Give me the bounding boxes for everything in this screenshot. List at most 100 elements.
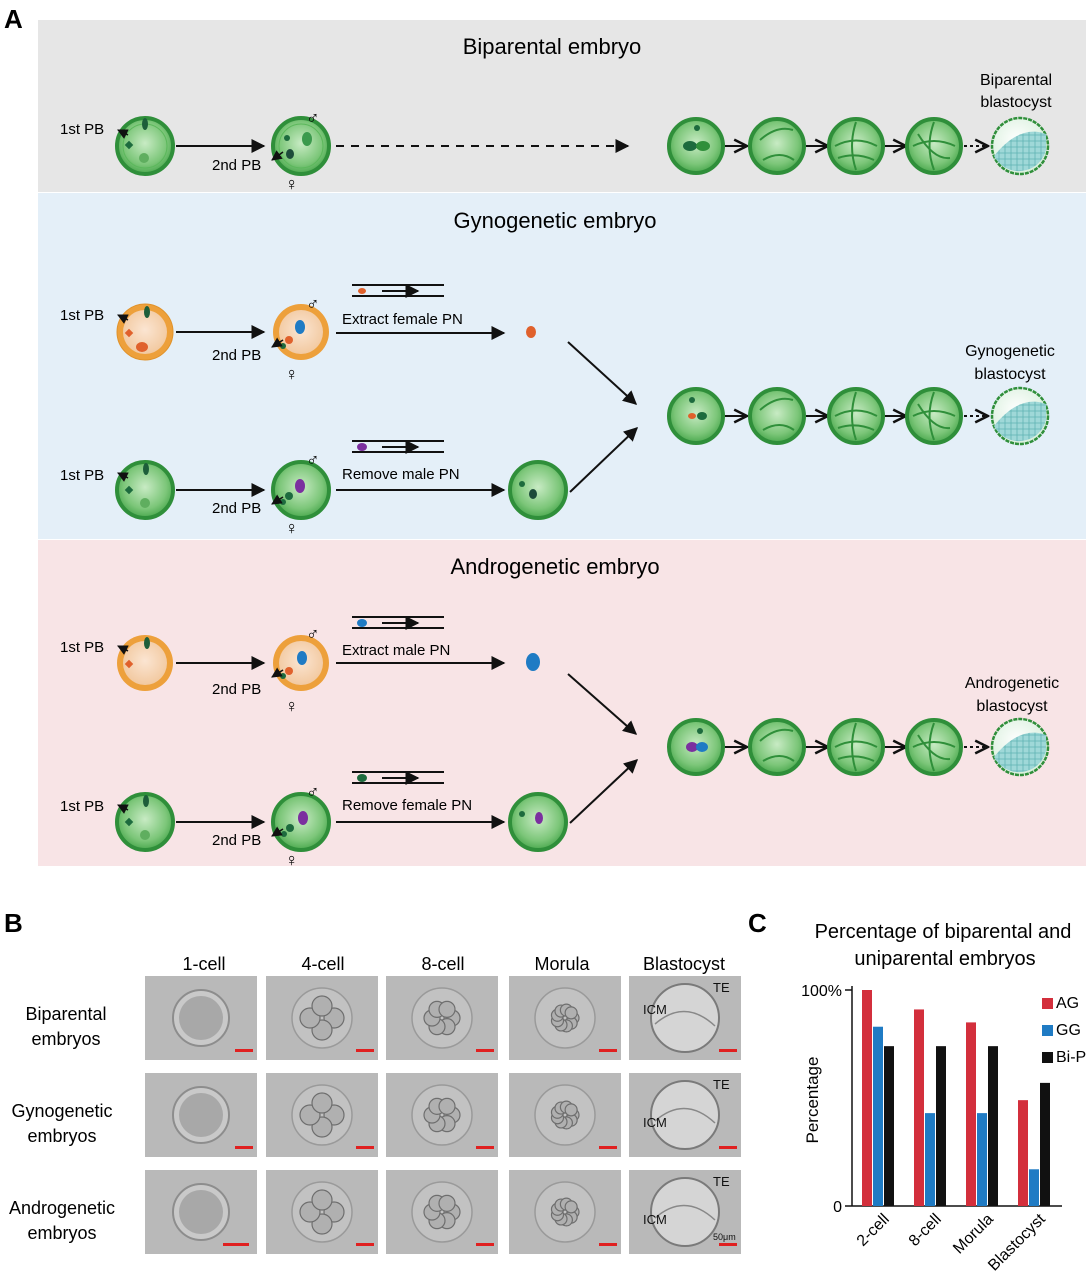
legend-swatch [1042,1052,1053,1063]
orange-fertilized-cell [273,635,329,691]
androgenetic-row-donor: 1st PB 2nd PB ♂ ♀ Extract male PN [60,616,638,735]
row-label-androgenetic-1: Androgenetic [9,1198,115,1218]
androgenetic-title: Androgenetic embryo [450,554,659,579]
legend-label: GG [1056,1022,1081,1039]
bar-gg-blastocyst [1029,1169,1039,1206]
one-cell-stage [667,387,725,445]
male-symbol: ♂ [306,624,320,644]
scale-bar [356,1243,374,1246]
micrograph-r3-c1 [145,1170,257,1254]
legend-swatch [1042,998,1053,1009]
micrograph-r3-c2 [266,1170,378,1254]
micrograph-r1-c1 [145,976,257,1060]
bar-bi-p-blastocyst [1040,1082,1050,1206]
micrograph-r3-c4 [509,1170,621,1254]
gynogenetic-development [667,386,1050,446]
biparental-end-label-2: blastocyst [980,94,1052,111]
four-cell-stage [827,117,885,175]
chart-x-tick-label: 2-cell [854,1211,893,1250]
gynogenetic-title: Gynogenetic embryo [454,208,657,233]
zygote-cell [115,116,175,176]
bar-gg-morula [977,1113,987,1206]
column-label-4-cell: 4-cell [301,954,344,974]
zygote-cell [115,460,175,520]
eight-cell-stage [905,117,963,175]
row-label-gynogenetic-2: embryos [27,1126,96,1146]
androgenetic-development [667,717,1050,777]
chart-title-line-1: Percentage of biparental and [815,921,1072,943]
recipient-cell [508,460,568,520]
micrograph-r1-c2 [266,976,378,1060]
annotation-icm: ICM [643,1002,667,1017]
micrograph-r1-c4 [509,976,621,1060]
scale-bar [223,1243,249,1246]
female-symbol: ♀ [285,696,299,716]
orange-zygote-cell [117,635,173,691]
bar-ag-blastocyst [1018,1100,1028,1206]
operation-extract-male: Extract male PN [342,642,450,659]
gynogenetic-row-recipient: 1st PB 2nd PB ♂ ♀ Remove male PN [60,427,639,538]
extracted-male-pn [526,653,540,671]
annotation-icm: ICM [643,1212,667,1227]
column-label-morula: Morula [534,954,590,974]
bar-bi-p-8-cell [936,1046,946,1206]
chart-y-tick-0: 0 [833,1199,842,1216]
male-symbol: ♂ [306,782,320,802]
legend-label: AG [1056,995,1079,1012]
orange-fertilized-cell [273,304,329,360]
bar-gg-2-cell [873,1026,883,1206]
bar-ag-8-cell [914,1009,924,1206]
legend-swatch [1042,1025,1053,1036]
bar-gg-8-cell [925,1113,935,1206]
annotation-te: TE [713,980,730,995]
extracted-female-pn [526,326,536,338]
first-pb-label: 1st PB [60,467,104,484]
androgenetic-end-label-1: Androgenetic [965,675,1059,692]
scale-bar [235,1146,253,1149]
fertilized-cell [271,116,331,176]
column-label-blastocyst: Blastocyst [643,954,725,974]
scale-bar-label: 50μm [713,1232,736,1242]
biparental-title: Biparental embryo [463,34,642,59]
fertilized-cell [271,792,331,852]
scale-bar [235,1049,253,1052]
blastocyst-stage [990,116,1050,176]
scale-bar [476,1243,494,1246]
micrograph-r2-c1 [145,1073,257,1157]
blastocyst-stage [990,386,1050,446]
female-symbol: ♀ [285,850,299,870]
fertilized-cell [271,460,331,520]
second-pb-label: 2nd PB [212,157,261,174]
female-symbol: ♀ [285,364,299,384]
micrograph-r1-c5: TE ICM [629,976,741,1060]
female-symbol: ♀ [285,518,299,538]
column-label-8-cell: 8-cell [421,954,464,974]
micrograph-r2-c3 [386,1073,498,1157]
eight-cell-stage [905,387,963,445]
chart-y-axis-label: Percentage [803,1057,822,1144]
chart-x-tick-label: 8-cell [906,1211,945,1250]
operation-extract-female: Extract female PN [342,311,463,328]
scale-bar [476,1146,494,1149]
chart-title-line-2: uniparental embryos [854,948,1035,970]
row-label-biparental-1: Biparental [25,1004,106,1024]
scale-bar [356,1049,374,1052]
male-symbol: ♂ [306,108,320,128]
row-label-gynogenetic-1: Gynogenetic [11,1101,112,1121]
operation-remove-female: Remove female PN [342,797,472,814]
micrograph-r2-c2 [266,1073,378,1157]
gynogenetic-end-label-2: blastocyst [974,366,1046,383]
scale-bar [599,1049,617,1052]
androgenetic-row-recipient: 1st PB 2nd PB ♂ ♀ Remove female PN [60,759,639,870]
first-pb-label: 1st PB [60,798,104,815]
zygote-cell [115,792,175,852]
two-cell-stage [748,718,806,776]
gynogenetic-end-label-1: Gynogenetic [965,343,1055,360]
scale-bar [599,1146,617,1149]
scale-bar [599,1243,617,1246]
row-label-biparental-2: embryos [31,1029,100,1049]
